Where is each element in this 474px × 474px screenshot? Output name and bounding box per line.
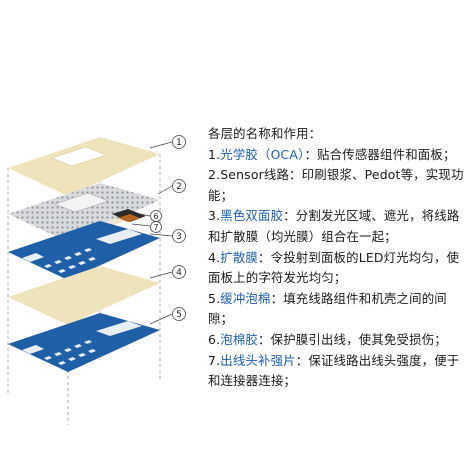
svg-text:2: 2 (176, 182, 182, 192)
legend-item-desc: ：填充线路组件和机壳之间的间隙； (208, 290, 447, 327)
legend-item-prefix: 5. (208, 290, 221, 306)
legend-item-prefix: 1. (208, 146, 221, 162)
layer-number-5: 5 (172, 307, 186, 321)
legend-item-name: 扩散膜 (220, 249, 259, 265)
legend-item-prefix: 2. (208, 167, 221, 183)
svg-text:6: 6 (153, 212, 158, 221)
layer-number-2: 2 (172, 179, 186, 193)
legend-item-name: 出线头补强片 (220, 352, 296, 368)
layer-number-3: 3 (172, 229, 186, 243)
layer-2-sensor (8, 183, 160, 242)
legend-item-desc: ：印刷银浆、Pedot等，实现功能； (208, 167, 464, 203)
legend-item-prefix: 7. (208, 352, 221, 368)
svg-text:1: 1 (176, 138, 182, 148)
legend-item-prefix: 4. (208, 249, 221, 265)
legend-item-name: 缓冲泡棉 (220, 290, 271, 306)
legend-item-3: 3.黑色双面胶：分割发光区域、遮光，将线路和扩散膜（均光膜）组合在一起； (208, 206, 470, 247)
layer-number-4: 4 (172, 265, 186, 279)
layer-5-foam (8, 313, 160, 372)
layer-1-oca (8, 137, 160, 196)
layer-legend: 各层的名称和作用： 1.光学胶（OCA）：贴合传感器组件和面板； 2.Senso… (208, 124, 470, 392)
svg-text:4: 4 (176, 268, 182, 278)
svg-text:3: 3 (176, 232, 182, 242)
legend-item-name: Sensor线路 (220, 167, 290, 183)
svg-text:5: 5 (176, 310, 182, 320)
legend-item-desc: ：令投射到面板的LED灯光均匀，使面板上的字符发光均匀； (208, 249, 460, 286)
layer-3-black-tape (8, 221, 160, 280)
legend-item-2: 2.Sensor线路：印刷银浆、Pedot等，实现功能； (208, 165, 470, 206)
legend-item-7: 7.出线头补强片：保证线路出线头强度，便于和连接器连接； (208, 351, 470, 392)
legend-item-desc: ：贴合传感器组件和面板； (304, 146, 456, 162)
layer-number-7: 7 (150, 221, 162, 233)
legend-item-4: 4.扩散膜：令投射到面板的LED灯光均匀，使面板上的字符发光均匀； (208, 248, 470, 289)
layer-4-diffusion (8, 266, 160, 325)
leader-lines (131, 141, 173, 325)
legend-item-prefix: 3. (208, 208, 221, 224)
legend-item-prefix: 6. (208, 331, 221, 347)
legend-item-desc: ：保护膜引出线，使其免受损伤； (258, 331, 447, 347)
legend-item-6: 6.泡棉胶：保护膜引出线，使其免受损伤； (208, 330, 470, 351)
legend-item-desc: ：分割发光区域、遮光，将线路和扩散膜（均光膜）组合在一起； (208, 208, 460, 244)
legend-item-5: 5.缓冲泡棉：填充线路组件和机壳之间的间隙； (208, 289, 470, 330)
legend-heading: 各层的名称和作用： (208, 126, 322, 141)
svg-text:7: 7 (153, 223, 158, 232)
legend-item-desc: ：保证线路出线头强度，便于和连接器连接； (208, 352, 460, 389)
legend-item-1: 1.光学胶（OCA）：贴合传感器组件和面板； (208, 145, 470, 166)
layer-number-1: 1 (172, 135, 186, 149)
legend-item-name: 光学胶（OCA） (220, 146, 305, 162)
legend-item-name: 泡棉胶 (220, 331, 259, 347)
layer-number-6: 6 (150, 210, 162, 222)
legend-item-name: 黑色双面胶 (220, 208, 284, 224)
